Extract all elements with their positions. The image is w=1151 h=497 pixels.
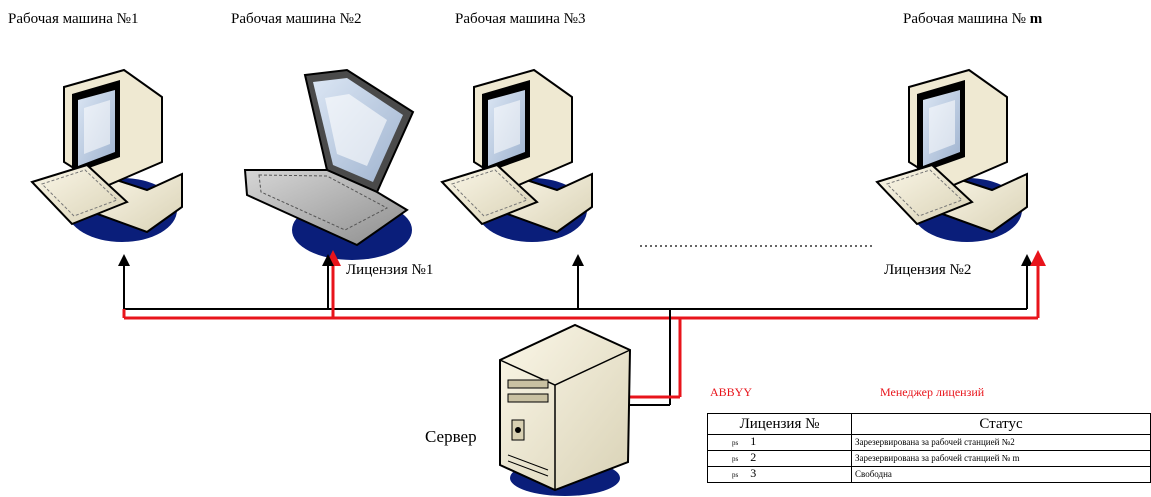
status-cell: Зарезервирована за рабочей станцией №2	[851, 434, 1151, 451]
workstation-2-label: Рабочая машина №2	[231, 11, 362, 27]
license-table: Лицензия № Статус ps 1 Зарезервирована за…	[707, 413, 1151, 483]
workstation-3-label: Рабочая машина №3	[455, 11, 586, 27]
row-prefix: ps	[732, 439, 739, 447]
license-number-header: Лицензия №	[707, 413, 852, 435]
workstation-1-icon	[31, 69, 183, 243]
table-row: ps 3 Свободна	[707, 466, 1151, 483]
license-number-cell: ps 1	[707, 434, 852, 451]
row-number: 2	[750, 450, 757, 464]
workstation-3-icon	[441, 69, 593, 243]
license-number-cell: ps 2	[707, 450, 852, 467]
workstation-m-icon	[876, 69, 1028, 243]
manager-brand: ABBYY	[710, 385, 753, 399]
status-header: Статус	[851, 413, 1151, 435]
license-1-label: Лицензия №1	[346, 262, 434, 278]
status-cell: Свободна	[851, 466, 1151, 483]
workstation-1-label: Рабочая машина №1	[8, 11, 139, 27]
workstation-2-icon	[244, 69, 414, 261]
row-prefix: ps	[732, 471, 739, 479]
license-2-label: Лицензия №2	[884, 262, 972, 278]
status-cell: Зарезервирована за рабочей станцией № m	[851, 450, 1151, 467]
license-number-cell: ps 3	[707, 466, 852, 483]
manager-title: Менеджер лицензий	[880, 385, 985, 399]
row-prefix: ps	[732, 455, 739, 463]
workstation-m-label-prefix: Рабочая машина №	[903, 11, 1030, 27]
table-row: ps 1 Зарезервирована за рабочей станцией …	[707, 434, 1151, 451]
license-table-header: Лицензия № Статус	[707, 413, 1151, 435]
row-number: 3	[750, 466, 757, 480]
server-label: Сервер	[425, 427, 477, 446]
row-number: 1	[750, 434, 757, 448]
workstation-m-label: Рабочая машина № m	[903, 11, 1042, 28]
workstation-m-label-suffix: m	[1029, 11, 1043, 27]
server-icon	[499, 323, 632, 496]
table-row: ps 2 Зарезервирована за рабочей станцией …	[707, 450, 1151, 467]
